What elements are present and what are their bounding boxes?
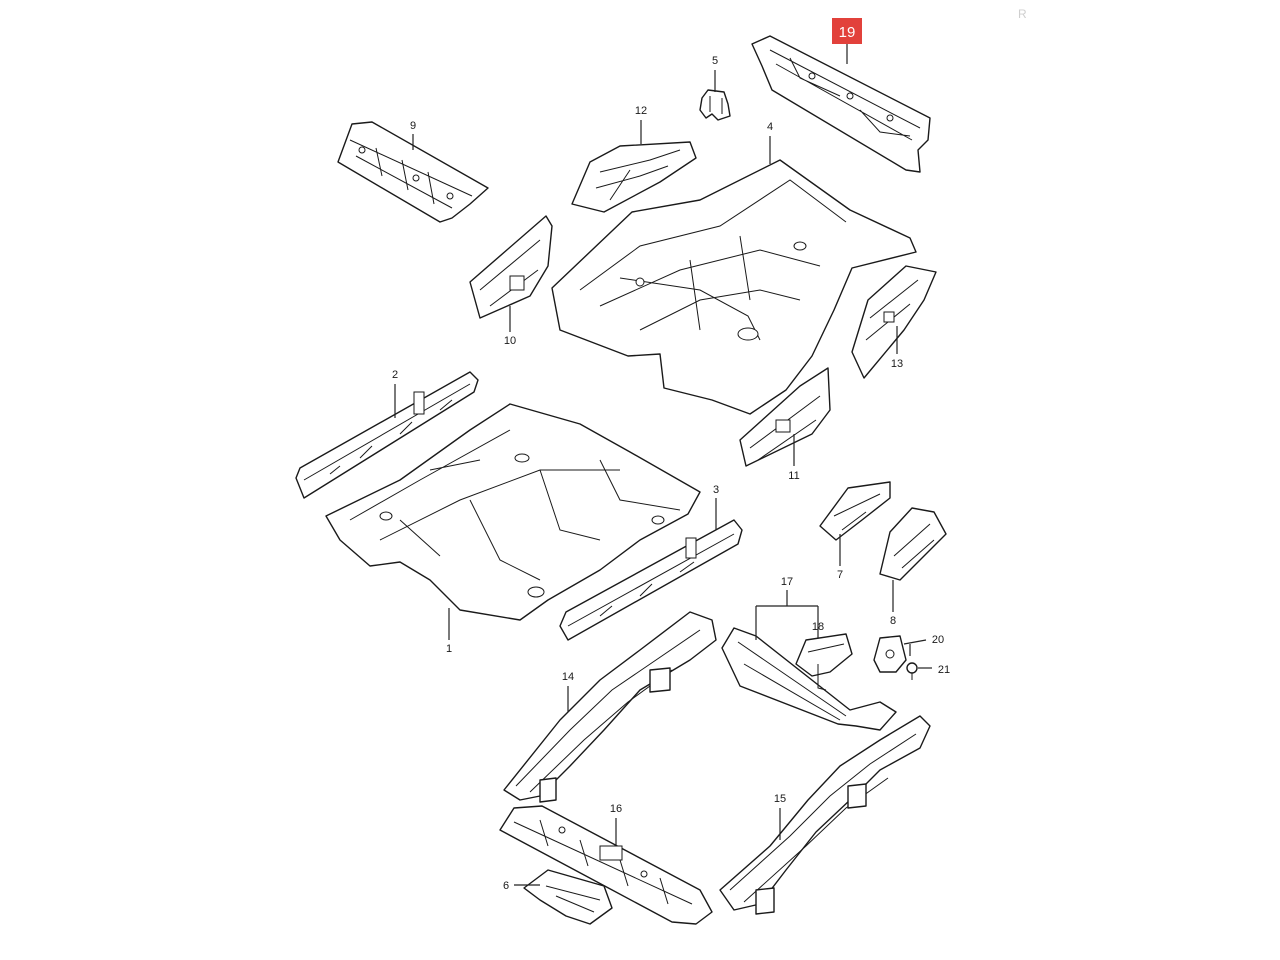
part-15-right-frame-rail[interactable] — [719, 715, 931, 915]
part-19-highlight-badge[interactable] — [832, 18, 862, 44]
leader-17 — [755, 590, 819, 640]
callout-5: 5 — [712, 55, 718, 67]
callout-21: 21 — [938, 664, 950, 676]
callout-2: 2 — [392, 369, 398, 381]
part-10-side-bracket[interactable] — [469, 215, 553, 319]
part-19-rear-panel[interactable] — [751, 35, 931, 173]
part-14-left-frame-rail[interactable] — [503, 611, 717, 803]
part-1-front-floor[interactable] — [325, 403, 701, 621]
part-21-bolt[interactable] — [906, 662, 918, 680]
leader-20 — [903, 639, 927, 656]
callout-17: 17 — [781, 576, 793, 588]
callout-11: 11 — [788, 470, 799, 482]
part-13-side-bracket[interactable] — [851, 265, 937, 379]
callout-9: 9 — [410, 120, 416, 132]
part-12-wheelhouse[interactable] — [571, 141, 697, 213]
callout-8: 8 — [890, 615, 896, 627]
callout-18: 18 — [812, 621, 824, 633]
part-8-bracket[interactable] — [879, 507, 947, 581]
callout-10: 10 — [504, 335, 516, 347]
callout-13: 13 — [891, 358, 903, 370]
part-6-bracket[interactable] — [523, 869, 613, 925]
part-18-bracket[interactable] — [795, 633, 853, 691]
part-7-bracket[interactable] — [819, 481, 891, 541]
callout-19: 19 — [839, 24, 856, 41]
part-20-mount[interactable] — [873, 635, 907, 673]
part-5-bracket[interactable] — [699, 89, 731, 121]
part-17-frame-bar[interactable] — [721, 627, 897, 731]
part-9-cross-member[interactable] — [337, 121, 489, 223]
callout-20: 20 — [932, 634, 944, 646]
part-3-side-sill[interactable] — [559, 519, 743, 641]
part-2-side-sill[interactable] — [295, 371, 479, 499]
callout-7: 7 — [837, 569, 843, 581]
callout-3: 3 — [713, 484, 719, 496]
corner-mark: R — [1018, 7, 1027, 21]
part-4-rear-floor[interactable] — [551, 159, 917, 415]
callout-15: 15 — [774, 793, 786, 805]
callout-16: 16 — [610, 803, 622, 815]
callout-12: 12 — [635, 105, 647, 117]
callout-4: 4 — [767, 121, 773, 133]
callout-1: 1 — [446, 643, 452, 655]
callout-14: 14 — [562, 671, 574, 683]
part-11-side-bracket[interactable] — [739, 367, 831, 467]
part-16-cross-member[interactable] — [499, 805, 713, 925]
callout-6: 6 — [503, 880, 509, 892]
